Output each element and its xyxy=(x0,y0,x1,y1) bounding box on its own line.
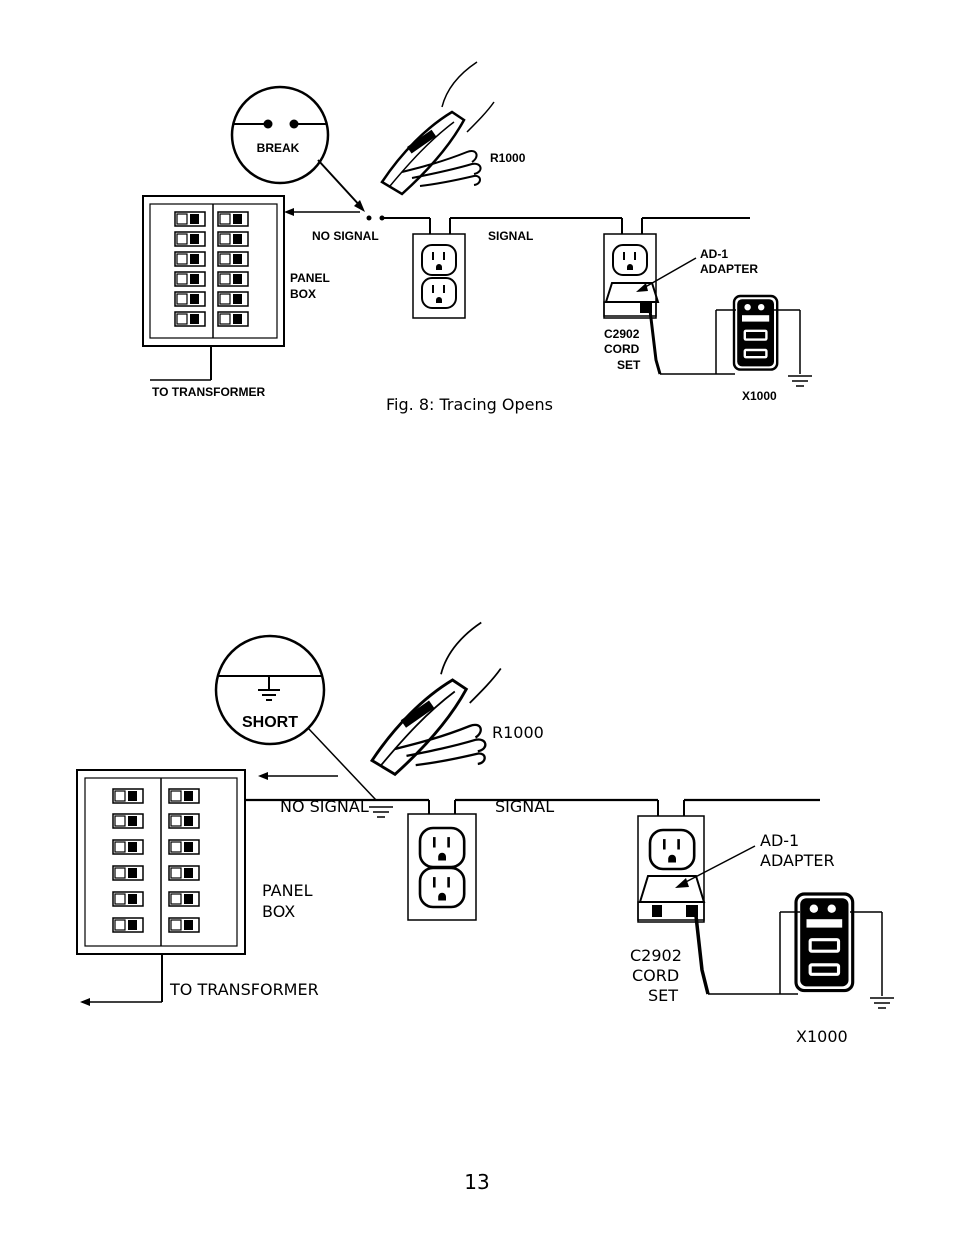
cordset-label-3b: SET xyxy=(648,986,678,1005)
wall-outlet-2b xyxy=(637,815,706,923)
figure-caption: Fig. 8: Tracing Opens xyxy=(386,395,553,414)
figure-tracing-shorts: SHORT PANEL BOX TO TRANSFORMER xyxy=(76,621,895,1046)
short-inset: SHORT xyxy=(214,634,377,801)
cordset-label-2b: CORD xyxy=(632,966,679,985)
break-label: BREAK xyxy=(257,141,300,155)
short-ground-icon xyxy=(368,806,394,818)
wall-outlet-1 xyxy=(412,233,466,319)
x1000-transmitter-b xyxy=(794,892,855,993)
cordset-label-2: CORD xyxy=(604,342,640,356)
short-label: SHORT xyxy=(242,714,298,731)
adapter-label-2: ADAPTER xyxy=(700,262,758,276)
panel-box: PANEL BOX xyxy=(142,195,330,347)
adapter-label-1: AD-1 xyxy=(700,247,728,261)
figure-tracing-opens: BREAK PANEL BOX TO TRANSFORMER xyxy=(142,60,813,414)
signal-label: SIGNAL xyxy=(488,229,533,243)
r1000-label: R1000 xyxy=(490,151,526,165)
x1000-label-b: X1000 xyxy=(796,1027,848,1046)
cordset-label-3: SET xyxy=(617,358,641,372)
panel-label-1: PANEL xyxy=(290,271,330,285)
r1000-receiver-in-hand-b xyxy=(370,621,503,776)
adapter-label-1b: AD-1 xyxy=(760,831,799,850)
panel-label-1b: PANEL xyxy=(262,881,313,900)
ground-icon-b xyxy=(869,997,895,1009)
panel-label-2: BOX xyxy=(290,287,316,301)
panel-box-2: PANEL BOX xyxy=(76,769,313,955)
r1000-receiver-in-hand xyxy=(380,60,496,196)
cordset-label-1: C2902 xyxy=(604,327,640,341)
wall-outlet-2 xyxy=(603,233,660,319)
break-inset: BREAK xyxy=(230,85,365,212)
panel-label-2b: BOX xyxy=(262,902,295,921)
to-transformer-label: TO TRANSFORMER xyxy=(152,385,265,399)
ground-icon xyxy=(787,375,813,387)
adapter-label-2b: ADAPTER xyxy=(760,851,835,870)
r1000-label-b: R1000 xyxy=(492,723,544,742)
x1000-transmitter xyxy=(732,294,779,371)
page-number: 13 xyxy=(464,1170,489,1194)
no-signal-label-b: NO SIGNAL xyxy=(280,797,369,816)
no-signal-label: NO SIGNAL xyxy=(312,229,379,243)
cordset-label-1b: C2902 xyxy=(630,946,682,965)
to-transformer-label-b: TO TRANSFORMER xyxy=(169,980,319,999)
wall-outlet-1b xyxy=(407,813,477,921)
signal-label-b: SIGNAL xyxy=(495,797,554,816)
x1000-label: X1000 xyxy=(742,389,777,403)
